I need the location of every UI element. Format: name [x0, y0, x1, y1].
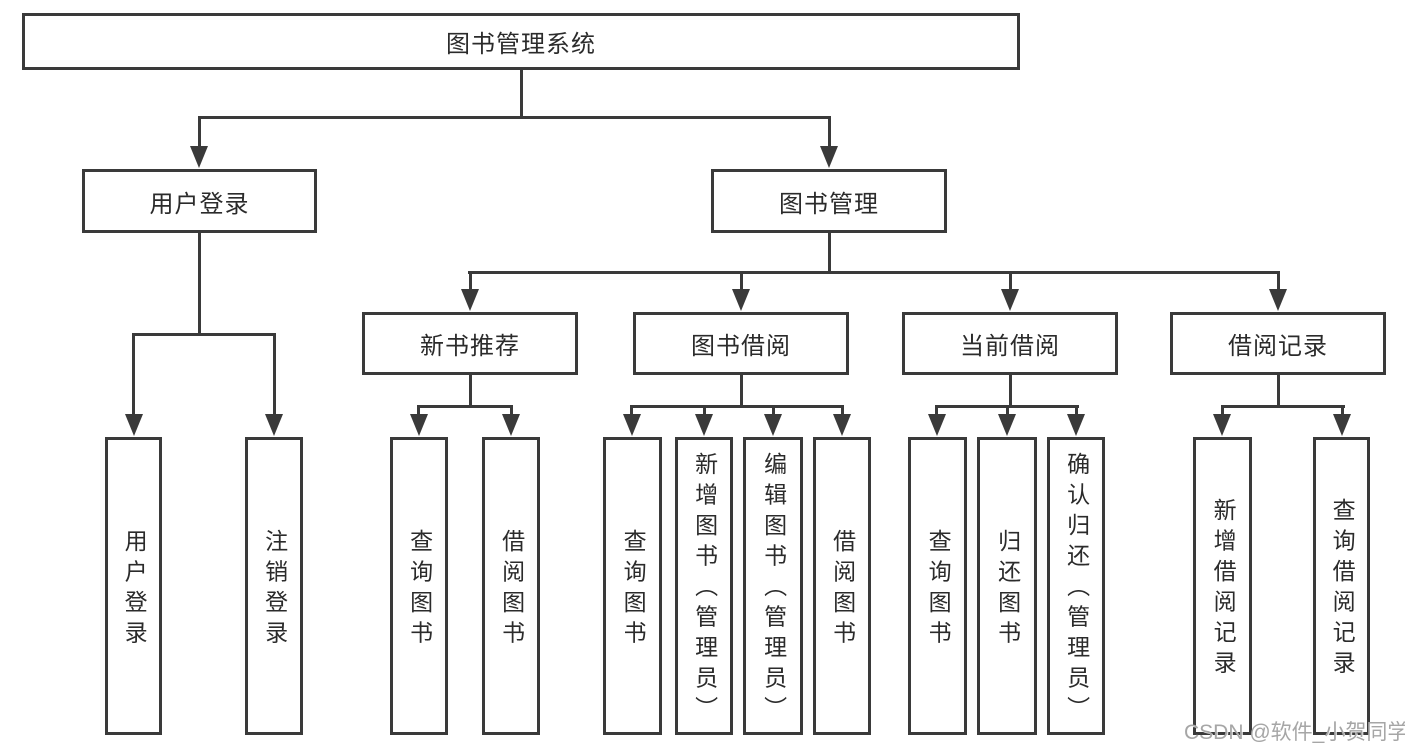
connector-line: [1221, 406, 1224, 415]
leaf-query-books-recommend: 查询图书: [390, 437, 448, 735]
arrowhead: [1213, 414, 1231, 436]
node-book-management-label: 图书管理: [779, 190, 879, 218]
connector-line: [630, 405, 844, 408]
leaf-add-books-admin-label: 新增图书（管理员）: [691, 452, 718, 727]
leaf-logout-label: 注销登录: [261, 528, 288, 651]
connector-line: [273, 334, 276, 415]
node-current-borrowing-label: 当前借阅: [960, 333, 1060, 360]
connector-line: [469, 375, 472, 408]
connector-line: [417, 405, 513, 408]
arrowhead: [461, 289, 479, 311]
csdn-watermark: CSDN @软件_小贺同学: [1184, 721, 1405, 744]
node-borrowing-records-label: 借阅记录: [1228, 333, 1328, 360]
connector-line: [1009, 375, 1012, 408]
leaf-add-borrow-record: 新增借阅记录: [1193, 437, 1252, 735]
leaf-query-books-borrowing-label: 查询图书: [620, 528, 647, 651]
arrowhead: [623, 414, 641, 436]
connector-line: [1277, 273, 1280, 290]
node-root-label: 图书管理系统: [446, 31, 596, 58]
connector-line: [468, 271, 1280, 274]
connector-line: [935, 406, 938, 415]
arrowhead: [732, 289, 750, 311]
leaf-confirm-return-admin-label: 确认归还（管理员）: [1063, 452, 1090, 727]
connector-line: [1006, 406, 1009, 415]
leaf-borrow-books: 借阅图书: [813, 437, 871, 735]
node-root-system: 图书管理系统: [22, 13, 1020, 70]
leaf-query-borrow-record: 查询借阅记录: [1313, 437, 1370, 735]
arrowhead: [764, 414, 782, 436]
arrowhead: [1067, 414, 1085, 436]
arrowhead: [125, 414, 143, 436]
arrowhead: [410, 414, 428, 436]
leaf-logout: 注销登录: [245, 437, 303, 735]
connector-line: [772, 406, 775, 415]
arrowhead: [502, 414, 520, 436]
connector-line: [198, 118, 201, 147]
node-new-book-recommendation: 新书推荐: [362, 312, 578, 375]
arrowhead: [1333, 414, 1351, 436]
connector-line: [828, 233, 831, 273]
connector-line: [1341, 406, 1344, 415]
leaf-borrow-books-recommend: 借阅图书: [482, 437, 540, 735]
leaf-confirm-return-admin: 确认归还（管理员）: [1047, 437, 1105, 735]
node-user-login: 用户登录: [82, 169, 317, 233]
arrowhead: [190, 146, 208, 168]
connector-line: [510, 406, 513, 415]
leaf-borrow-books-label: 借阅图书: [829, 528, 856, 651]
connector-line: [740, 375, 743, 408]
connector-line: [198, 116, 831, 119]
node-book-management: 图书管理: [711, 169, 947, 233]
leaf-return-books-label: 归还图书: [994, 528, 1021, 651]
node-user-login-label: 用户登录: [149, 190, 250, 218]
node-book-borrowing: 图书借阅: [633, 312, 849, 375]
leaf-add-books-admin: 新增图书（管理员）: [675, 437, 733, 735]
arrowhead: [928, 414, 946, 436]
node-book-borrowing-label: 图书借阅: [691, 333, 791, 360]
leaf-add-borrow-record-label: 新增借阅记录: [1210, 498, 1237, 681]
connector-line: [132, 334, 135, 415]
arrowhead: [820, 146, 838, 168]
connector-line: [520, 70, 523, 118]
leaf-query-borrow-record-label: 查询借阅记录: [1329, 498, 1356, 681]
leaf-edit-books-admin: 编辑图书（管理员）: [743, 437, 803, 735]
arrowhead: [1269, 289, 1287, 311]
leaf-query-books-borrowing: 查询图书: [603, 437, 662, 735]
connector-line: [703, 406, 706, 415]
connector-line: [1009, 273, 1012, 290]
leaf-query-books-current: 查询图书: [908, 437, 967, 735]
connector-line: [1075, 406, 1078, 415]
connector-line: [132, 333, 276, 336]
arrowhead: [833, 414, 851, 436]
leaf-user-login-label: 用户登录: [121, 528, 148, 651]
leaf-borrow-books-recommend-label: 借阅图书: [498, 528, 525, 651]
leaf-user-login: 用户登录: [105, 437, 162, 735]
node-new-book-recommendation-label: 新书推荐: [420, 333, 520, 360]
node-current-borrowing: 当前借阅: [902, 312, 1118, 375]
connector-line: [630, 406, 633, 415]
arrowhead: [1001, 289, 1019, 311]
node-borrowing-records: 借阅记录: [1170, 312, 1386, 375]
connector-line: [841, 406, 844, 415]
leaf-edit-books-admin-label: 编辑图书（管理员）: [760, 452, 787, 727]
leaf-query-books-current-label: 查询图书: [925, 528, 952, 651]
connector-line: [828, 118, 831, 147]
arrowhead: [998, 414, 1016, 436]
connector-line: [740, 273, 743, 290]
connector-line: [1277, 375, 1280, 408]
arrowhead: [695, 414, 713, 436]
leaf-return-books: 归还图书: [977, 437, 1037, 735]
arrowhead: [265, 414, 283, 436]
leaf-query-books-recommend-label: 查询图书: [406, 528, 433, 651]
connector-line: [417, 406, 420, 415]
connector-line: [198, 233, 201, 336]
connector-line: [469, 273, 472, 290]
connector-line: [1221, 405, 1345, 408]
